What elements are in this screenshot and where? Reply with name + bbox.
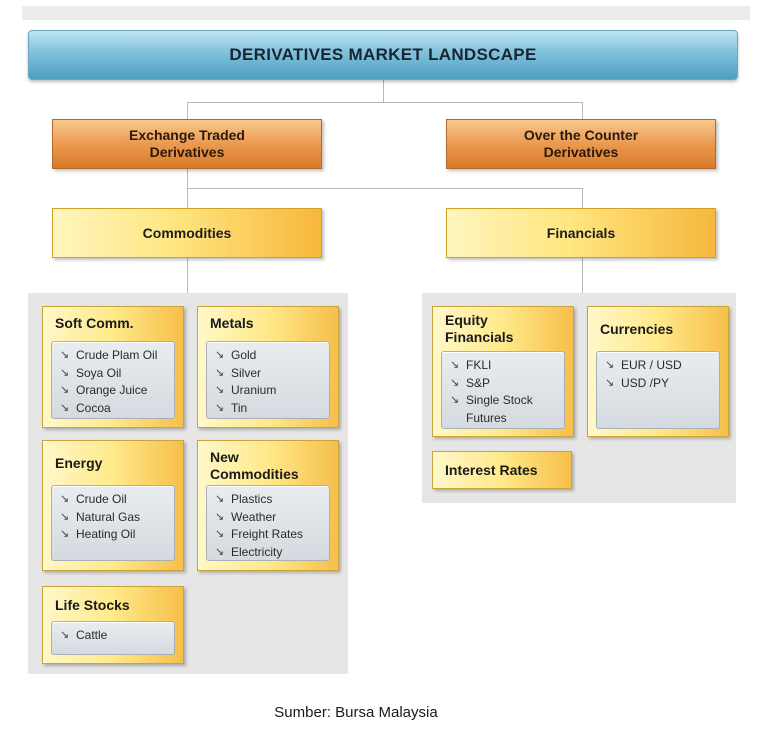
arrow-down-right-icon: ↘ [215,401,225,414]
list-item: ↘Natural Gas [60,509,174,527]
list-item: ↘Crude Plam Oil [60,347,174,365]
card-soft-commodities: Soft Comm. ↘Crude Plam Oil ↘Soya Oil ↘Or… [42,306,184,428]
card-new-title: New Commodities [210,449,299,482]
card-metals-list: ↘Gold ↘Silver ↘Uranium ↘Tin [206,341,330,419]
card-life-title: Life Stocks [55,597,130,613]
arrow-down-right-icon: ↘ [60,629,70,641]
connector-level1-right [582,102,583,119]
source-caption: Sumber: Bursa Malaysia [274,704,438,721]
arrow-down-right-icon: ↘ [60,384,70,396]
card-life-stocks: Life Stocks ↘Cattle [42,586,184,664]
card-soft-list: ↘Crude Plam Oil ↘Soya Oil ↘Orange Juice … [51,341,175,419]
card-equity-financials: Equity Financials ↘FKLI ↘S&P ↘Single Sto… [432,306,574,437]
list-item: ↘Weather [215,509,329,527]
card-metals-title: Metals [210,315,254,331]
top-strip [22,6,750,20]
otc-box: Over the Counter Derivatives [446,119,716,169]
connector-level1-bar [187,102,583,103]
arrow-down-right-icon: ↘ [450,359,460,371]
card-equity-title: Equity Financials [445,312,514,345]
card-new-commodities: New Commodities ↘Plastics ↘Weather ↘Frei… [197,440,339,571]
arrow-down-right-icon: ↘ [215,384,225,396]
diagram-title: DERIVATIVES MARKET LANDSCAPE [28,30,738,80]
arrow-down-right-icon: ↘ [60,366,70,379]
arrow-down-right-icon: ↘ [60,401,70,414]
arrow-down-right-icon: ↘ [215,349,225,361]
arrow-down-right-icon: ↘ [215,545,225,558]
exchange-traded-label: Exchange Traded Derivatives [129,127,245,160]
card-currencies-list: ↘EUR / USD ↘USD /PY [596,351,720,429]
list-item: ↘Crude Oil [60,491,174,509]
connector-commodities-down [187,256,188,293]
list-item: ↘Heating Oil [60,526,174,544]
list-item: ↘Electricity [215,544,329,562]
connector-level2-right [582,188,583,208]
card-metals: Metals ↘Gold ↘Silver ↘Uranium ↘Tin [197,306,339,428]
list-item: ↘Single Stock Futures [450,392,564,427]
list-item: ↘EUR / USD [605,357,719,375]
arrow-down-right-icon: ↘ [450,394,460,406]
arrow-down-right-icon: ↘ [605,376,615,389]
connector-title-down [383,78,384,102]
arrow-down-right-icon: ↘ [605,359,615,371]
card-energy: Energy ↘Crude Oil ↘Natural Gas ↘Heating … [42,440,184,571]
financials-box: Financials [446,208,716,258]
arrow-down-right-icon: ↘ [60,528,70,540]
arrow-down-right-icon: ↘ [60,493,70,505]
connector-financials-down [582,256,583,293]
card-energy-title: Energy [55,455,103,471]
arrow-down-right-icon: ↘ [60,349,70,361]
list-item: ↘Silver [215,365,329,383]
card-soft-title: Soft Comm. [55,315,134,331]
list-item: ↘Cattle [60,627,174,645]
arrow-down-right-icon: ↘ [215,528,225,540]
list-item: ↘Freight Rates [215,526,329,544]
arrow-down-right-icon: ↘ [215,366,225,379]
card-interest-rates: Interest Rates [432,451,572,489]
card-life-list: ↘Cattle [51,621,175,655]
list-item: ↘USD /PY [605,375,719,393]
list-item: ↘Uranium [215,382,329,400]
list-item: ↘S&P [450,375,564,393]
list-item: ↘Cocoa [60,400,174,418]
connector-level2-bar [187,188,583,189]
card-new-list: ↘Plastics ↘Weather ↘Freight Rates ↘Elect… [206,485,330,561]
card-energy-list: ↘Crude Oil ↘Natural Gas ↘Heating Oil [51,485,175,561]
arrow-down-right-icon: ↘ [215,510,225,523]
list-item: ↘Tin [215,400,329,418]
list-item: ↘Orange Juice [60,382,174,400]
commodities-box: Commodities [52,208,322,258]
list-item: ↘FKLI [450,357,564,375]
connector-level1-left [187,102,188,119]
exchange-traded-box: Exchange Traded Derivatives [52,119,322,169]
list-item: ↘Soya Oil [60,365,174,383]
arrow-down-right-icon: ↘ [60,510,70,523]
otc-label: Over the Counter Derivatives [523,127,639,160]
card-currencies: Currencies ↘EUR / USD ↘USD /PY [587,306,729,437]
card-equity-list: ↘FKLI ↘S&P ↘Single Stock Futures [441,351,565,429]
list-item: ↘Plastics [215,491,329,509]
arrow-down-right-icon: ↘ [215,493,225,505]
list-item: ↘Gold [215,347,329,365]
arrow-down-right-icon: ↘ [450,376,460,389]
card-currencies-title: Currencies [600,321,674,337]
